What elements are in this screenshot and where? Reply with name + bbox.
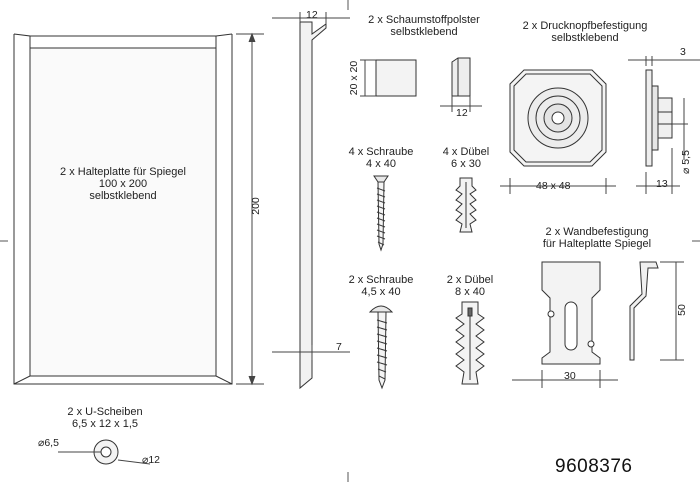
washer-label: 2 x U-Scheiben 6,5 x 12 x 1,5	[50, 406, 160, 430]
push-button-line1: 2 x Drucknopfbefestigung	[522, 20, 648, 32]
plate-height-value: 200	[250, 197, 262, 215]
wall-bracket-line2: für Halteplatte Spiegel	[542, 238, 652, 250]
foam-size-value: 20 x 20	[348, 60, 360, 96]
washer-drawing	[58, 439, 151, 465]
foam-pad-line1: 2 x Schaumstoffpolster	[368, 14, 480, 26]
push-button-label: 2 x Drucknopfbefestigung selbstklebend	[508, 20, 662, 44]
dowel-small-line2: 6 x 30	[451, 158, 481, 170]
push-button-top-value: 3	[680, 46, 686, 58]
push-button-diameter-label: ⌀ 5,5	[680, 150, 692, 174]
dowel-large-drawing	[455, 301, 485, 385]
dowel-large-line1: 2 x Dübel	[446, 274, 494, 286]
plate-side-profile	[299, 21, 327, 390]
dowel-small-line1: 4 x Dübel	[442, 146, 490, 158]
dowel-small-drawing	[455, 177, 477, 233]
side-bottom-value: 7	[336, 341, 342, 353]
screw-large-drawing	[368, 305, 394, 390]
article-number: 9608376	[555, 456, 633, 477]
washer-inner-label: ⌀6,5	[38, 437, 59, 449]
wall-bracket-height-value: 50	[676, 304, 688, 316]
wall-bracket-side	[629, 261, 684, 361]
plate-height-dimension	[236, 32, 264, 386]
washer-outer-label: ⌀12	[142, 454, 161, 466]
push-button-line2: selbstklebend	[551, 32, 619, 44]
foam-pad-label: 2 x Schaumstoffpolster selbstklebend	[350, 14, 498, 38]
foam-thickness-value: 12	[456, 107, 468, 119]
mirror-plate-label: 2 x Halteplatte für Spiegel 100 x 200 se…	[30, 166, 216, 202]
washer-outer-value: 12	[148, 454, 161, 466]
washer-line1: 2 x U-Scheiben	[67, 406, 143, 418]
mirror-plate-line2: 100 x 200	[98, 178, 148, 190]
foam-pad-line2: selbstklebend	[390, 26, 458, 38]
dowel-small-label: 4 x Dübel 6 x 30	[428, 146, 504, 170]
screw-large-line2: 4,5 x 40	[361, 286, 401, 298]
wall-bracket-line1: 2 x Wandbefestigung	[545, 226, 649, 238]
dowel-large-label: 2 x Dübel 8 x 40	[432, 274, 508, 298]
wall-bracket-width-value: 30	[564, 370, 576, 382]
screw-small-line2: 4 x 40	[366, 158, 396, 170]
screw-small-line1: 4 x Schraube	[348, 146, 414, 158]
push-button-diameter-value: 5,5	[680, 150, 692, 165]
mirror-plate-line3: selbstklebend	[89, 190, 157, 202]
push-button-depth-value: 13	[656, 178, 668, 190]
side-dimensions	[272, 12, 350, 360]
washer-line2: 6,5 x 12 x 1,5	[71, 418, 139, 430]
foam-pad-drawings	[360, 57, 482, 112]
mirror-plate-drawing	[13, 33, 233, 385]
screw-small-drawing	[373, 175, 389, 252]
push-button-front	[500, 69, 616, 194]
screw-small-label: 4 x Schraube 4 x 40	[336, 146, 426, 170]
screw-large-line1: 2 x Schraube	[348, 274, 414, 286]
screw-large-label: 2 x Schraube 4,5 x 40	[336, 274, 426, 298]
push-button-width-value: 48 x 48	[536, 180, 571, 192]
washer-inner-value: 6,5	[44, 437, 59, 449]
side-top-value: 12	[306, 9, 318, 21]
push-button-side	[628, 56, 700, 194]
wall-bracket-label: 2 x Wandbefestigung für Halteplatte Spie…	[522, 226, 672, 250]
wall-bracket-front	[512, 261, 618, 388]
dowel-large-line2: 8 x 40	[455, 286, 485, 298]
mirror-plate-line1: 2 x Halteplatte für Spiegel	[60, 166, 186, 178]
